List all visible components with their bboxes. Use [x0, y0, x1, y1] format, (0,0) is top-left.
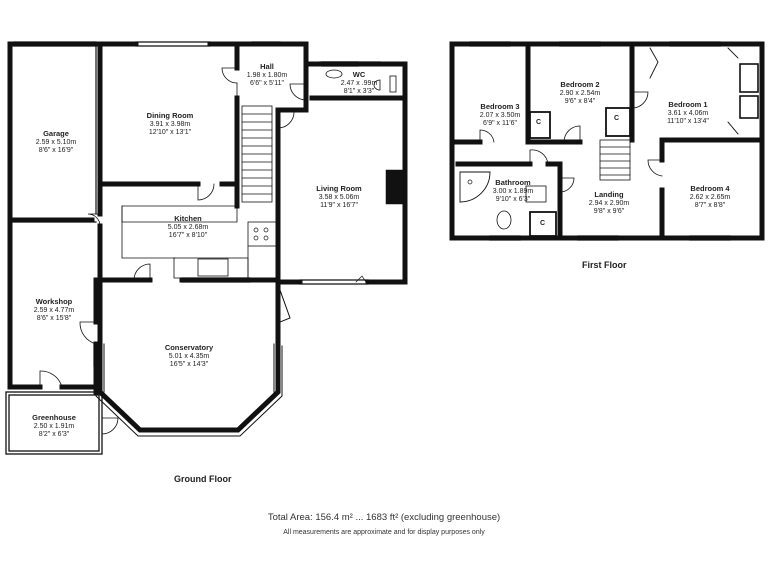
room-metric: 2.90 x 2.54m [559, 89, 601, 97]
room-imperial: 11'9" x 16'7" [320, 202, 358, 209]
room-imperial: 16'7" x 8'10" [168, 232, 208, 239]
room-label-workshop: Workshop 2.59 x 4.77m 8'6" x 15'8" [22, 297, 86, 324]
room-label-greenhouse: Greenhouse 2.50 x 1.91m 8'2" x 6'3" [22, 413, 86, 440]
room-metric: 5.05 x 2.68m [167, 223, 209, 231]
room-name: WC [352, 70, 366, 79]
room-label-bedroom-4: Bedroom 4 2.62 x 2.65m 8'7" x 8'8" [680, 184, 740, 211]
first-floor-cupboards [529, 107, 631, 237]
room-metric: 3.00 x 1.89m [492, 187, 534, 195]
room-name: Hall [260, 62, 274, 71]
room-label-wc: WC 2.47 x .99m 8'1" x 3'3" [334, 70, 384, 97]
disclaimer: All measurements are approximate and for… [283, 529, 485, 536]
room-name: Bedroom 1 [668, 100, 708, 109]
room-imperial: 9'6" x 8'4" [564, 98, 596, 105]
room-name: Dining Room [146, 111, 194, 120]
conservatory-walls [95, 279, 283, 437]
room-name: Living Room [316, 184, 362, 193]
room-imperial: 8'6" x 15'8" [36, 315, 72, 322]
room-imperial: 11'10" x 13'4" [667, 118, 709, 125]
room-metric: 2.50 x 1.91m [33, 422, 75, 430]
room-name: Bedroom 4 [690, 184, 730, 193]
room-label-bedroom-3: Bedroom 3 2.07 x 3.50m 6'9" x 11'6" [470, 102, 530, 129]
first-floor-walls [449, 41, 765, 241]
cupboard-label: C [540, 220, 546, 227]
room-metric: 3.61 x 4.06m [667, 109, 709, 117]
first-floor-stairs [599, 139, 631, 181]
room-imperial: 8'7" x 8'8" [694, 202, 726, 209]
ground-floor-caption: Ground Floor [174, 474, 232, 484]
room-name: Conservatory [164, 343, 214, 352]
ground-floor-stairs [241, 105, 273, 203]
room-name: Kitchen [174, 214, 202, 223]
room-name: Workshop [35, 297, 73, 306]
room-name: Garage [43, 129, 69, 138]
room-metric: 2.47 x .99m [340, 79, 378, 87]
room-metric: 2.59 x 4.77m [33, 306, 75, 314]
room-imperial: 6'6" x 5'11" [250, 80, 284, 87]
room-metric: 2.94 x 2.90m [588, 199, 630, 207]
room-label-kitchen: Kitchen 5.05 x 2.68m 16'7" x 8'10" [156, 214, 220, 241]
room-imperial: 6'9" x 11'6" [483, 120, 517, 127]
cupboard-label: C [614, 115, 620, 122]
room-imperial: 9'10" x 6'3" [495, 196, 531, 203]
room-imperial: 8'2" x 6'3" [38, 431, 70, 438]
room-name: Landing [594, 190, 624, 199]
room-metric: 3.91 x 3.98m [149, 120, 191, 128]
room-name: Greenhouse [32, 413, 76, 422]
room-imperial: 8'6" x 16'9" [38, 147, 74, 154]
room-metric: 5.01 x 4.35m [168, 352, 210, 360]
room-label-bathroom: Bathroom 3.00 x 1.89m 9'10" x 6'3" [482, 178, 544, 205]
ground-floor-windows [9, 41, 405, 367]
ground-floor-doors [39, 67, 367, 388]
room-label-bedroom-1: Bedroom 1 3.61 x 4.06m 11'10" x 13'4" [655, 100, 721, 127]
room-label-hall: Hall 1.98 x 1.80m 6'6" x 5'11" [240, 62, 294, 89]
room-label-conservatory: Conservatory 5.01 x 4.35m 16'5" x 14'3" [154, 343, 224, 370]
room-label-dining: Dining Room 3.91 x 3.98m 12'10" x 13'1" [130, 111, 210, 138]
room-imperial: 16'5" x 14'3" [169, 361, 209, 368]
first-floor-caption: First Floor [582, 260, 627, 270]
room-name: Bathroom [495, 178, 531, 187]
room-metric: 3.58 x 5.06m [318, 193, 360, 201]
room-imperial: 12'10" x 13'1" [148, 129, 192, 136]
room-metric: 2.62 x 2.65m [689, 193, 731, 201]
room-metric: 2.07 x 3.50m [479, 111, 521, 119]
total-area: Total Area: 156.4 m² ... 1683 ft² (exclu… [267, 512, 501, 523]
room-metric: 1.98 x 1.80m [246, 71, 288, 79]
cupboard-label: C [536, 119, 542, 126]
room-name: Bedroom 2 [560, 80, 600, 89]
room-label-living: Living Room 3.58 x 5.06m 11'9" x 16'7" [304, 184, 374, 211]
room-label-landing: Landing 2.94 x 2.90m 9'8" x 9'6" [580, 190, 638, 217]
room-label-garage: Garage 2.59 x 5.10m 8'6" x 16'9" [26, 129, 86, 156]
room-imperial: 9'8" x 9'6" [593, 208, 625, 215]
room-imperial: 8'1" x 3'3" [343, 88, 375, 95]
first-floor-windows [469, 41, 731, 241]
room-metric: 2.59 x 5.10m [35, 138, 77, 146]
room-name: Bedroom 3 [480, 102, 520, 111]
greenhouse-walls [5, 391, 119, 455]
room-label-bedroom-2: Bedroom 2 2.90 x 2.54m 9'6" x 8'4" [548, 80, 612, 107]
first-floor-doors [459, 47, 759, 230]
